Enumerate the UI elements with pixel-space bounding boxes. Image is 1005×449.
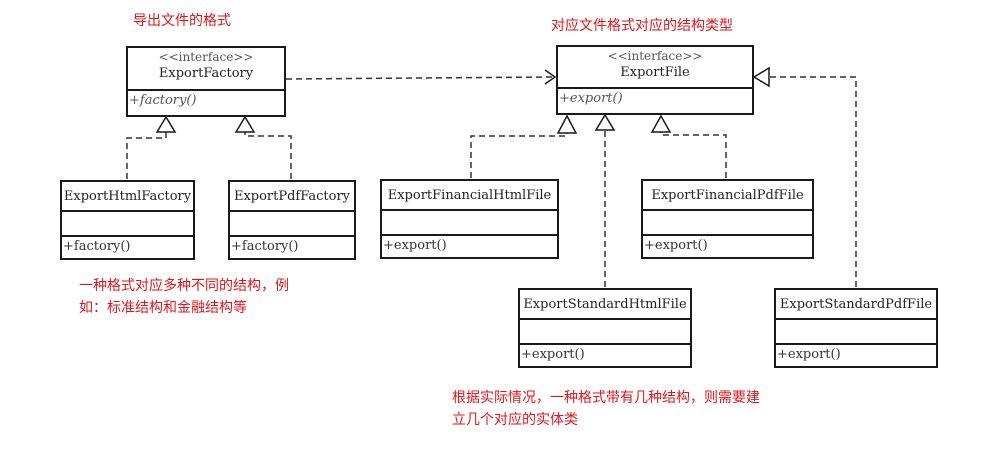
class-name: ExportFactory	[158, 66, 254, 81]
class-export-file[interactable]: <<interface>> ExportFile +export()	[556, 45, 754, 115]
class-export-standard-html-file[interactable]: ExportStandardHtmlFile +export()	[518, 288, 692, 368]
class-name: ExportFinancialHtmlFile	[387, 188, 552, 203]
operation: +factory()	[63, 239, 131, 254]
realization-line-financial-html	[470, 133, 568, 178]
file-note-line-2: 立几个对应的实体类	[452, 412, 578, 428]
class-name: ExportStandardHtmlFile	[523, 297, 687, 312]
stereotype-label: <<interface>>	[158, 50, 254, 64]
attributes-compartment	[776, 320, 936, 345]
class-name: ExportFinancialPdfFile	[651, 188, 804, 203]
class-name: ExportHtmlFactory	[63, 189, 192, 204]
realization-line-pdf-factory	[244, 132, 292, 179]
factory-note-line-2: 如：标准结构和金融结构等	[79, 300, 247, 316]
factory-explanation-note: 一种格式对应多种不同的结构，例 如：标准结构和金融结构等	[79, 275, 289, 319]
operation: +export()	[521, 347, 585, 362]
attributes-compartment	[520, 320, 690, 345]
realization-triangle	[594, 113, 616, 131]
stereotype-label: <<interface>>	[607, 49, 703, 63]
operation: +export()	[559, 91, 623, 106]
class-export-html-factory[interactable]: ExportHtmlFactory +factory()	[60, 180, 195, 260]
file-explanation-note: 根据实际情况，一种格式带有几种结构，则需要建 立几个对应的实体类	[452, 387, 760, 431]
operation: +export()	[644, 238, 708, 253]
attributes-compartment	[62, 212, 193, 237]
dependency-line	[285, 76, 555, 80]
realization-triangle	[155, 115, 177, 133]
factory-note-line-1: 一种格式对应多种不同的结构，例	[79, 278, 289, 294]
realization-line-standard-pdf	[769, 76, 857, 287]
dependency-arrowhead	[544, 69, 557, 85]
class-export-financial-pdf-file[interactable]: ExportFinancialPdfFile +export()	[641, 179, 814, 259]
operation: +export()	[383, 238, 447, 253]
operation: +factory()	[231, 239, 299, 254]
file-title-note: 对应文件格式对应的结构类型	[551, 18, 733, 34]
realization-triangle	[650, 114, 672, 133]
class-export-factory[interactable]: <<interface>> ExportFactory +factory()	[126, 46, 286, 117]
operation: +factory()	[129, 93, 197, 108]
class-name: ExportFile	[620, 65, 690, 80]
file-note-line-1: 根据实际情况，一种格式带有几种结构，则需要建	[452, 390, 760, 406]
class-name: ExportStandardPdfFile	[779, 297, 933, 312]
realization-triangle	[752, 66, 770, 88]
realization-triangle	[556, 114, 578, 134]
realization-line-html-factory	[126, 132, 167, 179]
class-export-pdf-factory[interactable]: ExportPdfFactory +factory()	[228, 180, 356, 260]
class-name: ExportPdfFactory	[233, 189, 351, 204]
operation: +export()	[777, 347, 841, 362]
class-export-financial-html-file[interactable]: ExportFinancialHtmlFile +export()	[380, 179, 559, 259]
attributes-compartment	[230, 212, 354, 237]
realization-triangle	[234, 115, 256, 133]
factory-title-note: 导出文件的格式	[133, 13, 231, 29]
class-export-standard-pdf-file[interactable]: ExportStandardPdfFile +export()	[774, 288, 938, 368]
attributes-compartment	[382, 211, 557, 236]
realization-line-financial-pdf	[660, 132, 727, 178]
attributes-compartment	[643, 211, 812, 236]
